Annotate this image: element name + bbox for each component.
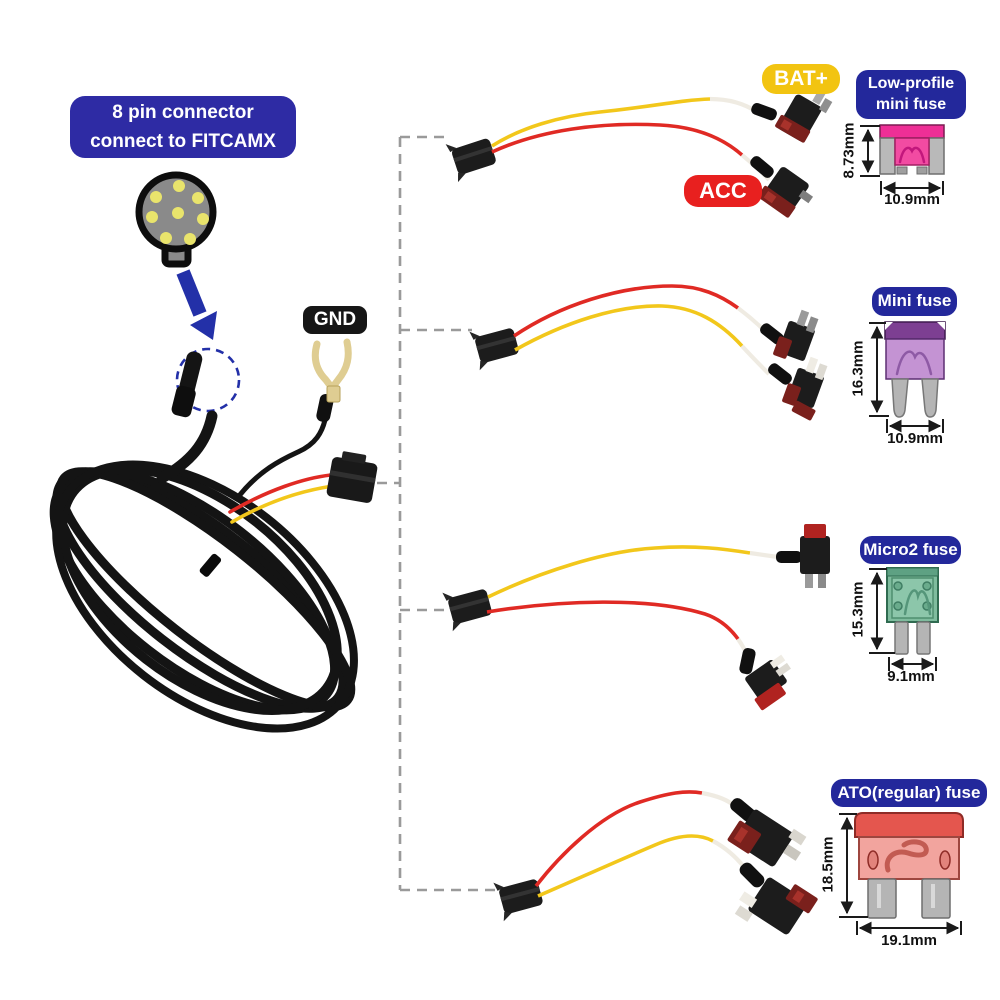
- dim-height-micro2: 15.3mm: [849, 581, 867, 638]
- assembly-low-profile: [445, 89, 833, 218]
- fork-terminal-icon: [311, 338, 352, 403]
- dashed-connector-lines: [377, 135, 497, 892]
- dim-width-ato: 19.1mm: [881, 932, 937, 949]
- callout-line2: connect to FITCAMX: [90, 131, 276, 152]
- ato-fuse-drawing: [839, 812, 964, 935]
- camera-plug-barrel: [171, 351, 203, 418]
- bat-plus-label: BAT+: [762, 64, 840, 94]
- fuse-label-low-profile-mini: Low-profile mini fuse: [856, 70, 966, 119]
- micro2-fuse-drawing: [869, 567, 939, 671]
- fuse-label-ato: ATO(regular) fuse: [831, 779, 987, 807]
- dim-height-mini: 16.3mm: [849, 340, 867, 397]
- eight-pin-connector-icon: [135, 171, 217, 268]
- dim-height-low-profile: 8.73mm: [840, 122, 858, 179]
- main-two-pin-connector: [326, 451, 378, 503]
- fuse-label-micro2: Micro2 fuse: [860, 536, 961, 564]
- assembly-micro2: [442, 524, 830, 711]
- ground-wire: [233, 338, 352, 502]
- dim-width-mini: 10.9mm: [887, 430, 943, 447]
- dim-width-low-profile: 10.9mm: [884, 191, 940, 208]
- main-cable-coil: [49, 410, 358, 733]
- callout-line1: 8 pin connector: [112, 102, 254, 123]
- dim-width-micro2: 9.1mm: [887, 668, 935, 685]
- fuse-label-mini: Mini fuse: [872, 287, 957, 316]
- down-arrow-icon: [176, 269, 217, 340]
- highlight-dashed-circle: [175, 347, 241, 413]
- dim-height-ato: 18.5mm: [819, 836, 837, 893]
- assembly-mini: [469, 284, 828, 421]
- assembly-ato: [493, 790, 818, 935]
- power-leads: [228, 473, 335, 524]
- acc-label: ACC: [684, 175, 762, 207]
- connector-callout: 8 pin connector connect to FITCAMX: [70, 96, 296, 158]
- mini-fuse-drawing: [869, 321, 946, 433]
- gnd-label: GND: [303, 306, 367, 334]
- low-profile-mini-fuse-drawing: [860, 124, 945, 195]
